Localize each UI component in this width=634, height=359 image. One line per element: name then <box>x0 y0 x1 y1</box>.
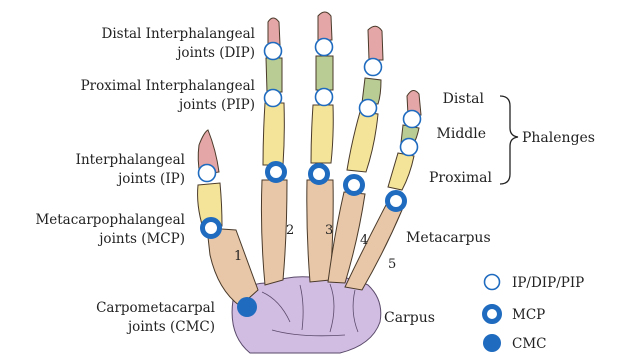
dip-label-line2: joints (DIP) <box>175 45 255 61</box>
dip-joint <box>404 111 421 128</box>
metacarpal-number-5: 5 <box>388 257 396 272</box>
ip-label-line2: joints (IP) <box>116 171 185 187</box>
legend-thick-circle-icon <box>485 307 500 322</box>
metacarpal-number-3: 3 <box>325 223 333 238</box>
distal-label: Distal <box>443 91 485 107</box>
legend-open-circle-icon <box>485 275 500 290</box>
phalanges-label: Phalenges <box>522 130 595 146</box>
legend-label-mcp: MCP <box>512 307 545 323</box>
dip-label-line1: Distal Interphalangeal <box>102 26 256 42</box>
pip-joint <box>360 100 377 117</box>
legend-label-ip: IP/DIP/PIP <box>512 275 584 291</box>
metacarpus-label: Metacarpus <box>406 230 491 246</box>
legend-filled-circle-icon <box>483 334 501 352</box>
phalanges-bracket <box>500 96 518 184</box>
pip-joint <box>401 139 418 156</box>
mcp-joint <box>268 164 285 181</box>
legend-label-cmc: CMC <box>512 336 546 352</box>
dip-joint <box>365 59 382 76</box>
mcp-joint <box>388 193 405 210</box>
mcp-joint <box>346 177 363 194</box>
middle-label: Middle <box>437 126 487 142</box>
mcp-label-line2: joints (MCP) <box>97 231 185 247</box>
cmc-label-line1: Carpometacarpal <box>96 300 215 316</box>
ip-joint <box>199 165 216 182</box>
cmc-label-line2: joints (CMC) <box>126 319 215 335</box>
dip-joint <box>316 39 333 56</box>
pip-label-line2: joints (PIP) <box>177 97 255 113</box>
carpus-label: Carpus <box>384 310 435 326</box>
pip-label-line1: Proximal Interphalangeal <box>81 78 255 94</box>
ip-label-line1: Interphalangeal <box>76 152 185 168</box>
proximal-label: Proximal <box>429 170 493 186</box>
metacarpal-number-2: 2 <box>286 223 294 238</box>
dip-joint <box>265 43 282 60</box>
mcp-joint <box>311 166 328 183</box>
cmc-joint <box>237 297 257 317</box>
pip-joint <box>265 90 282 107</box>
mcp-joint <box>203 220 220 237</box>
legend: IP/DIP/PIP MCP CMC <box>483 275 584 353</box>
pip-joint <box>316 89 333 106</box>
metacarpal-number-4: 4 <box>360 233 368 248</box>
mcp-label-line1: Metacarpophalangeal <box>35 212 185 228</box>
metacarpal-number-1: 1 <box>234 249 242 264</box>
